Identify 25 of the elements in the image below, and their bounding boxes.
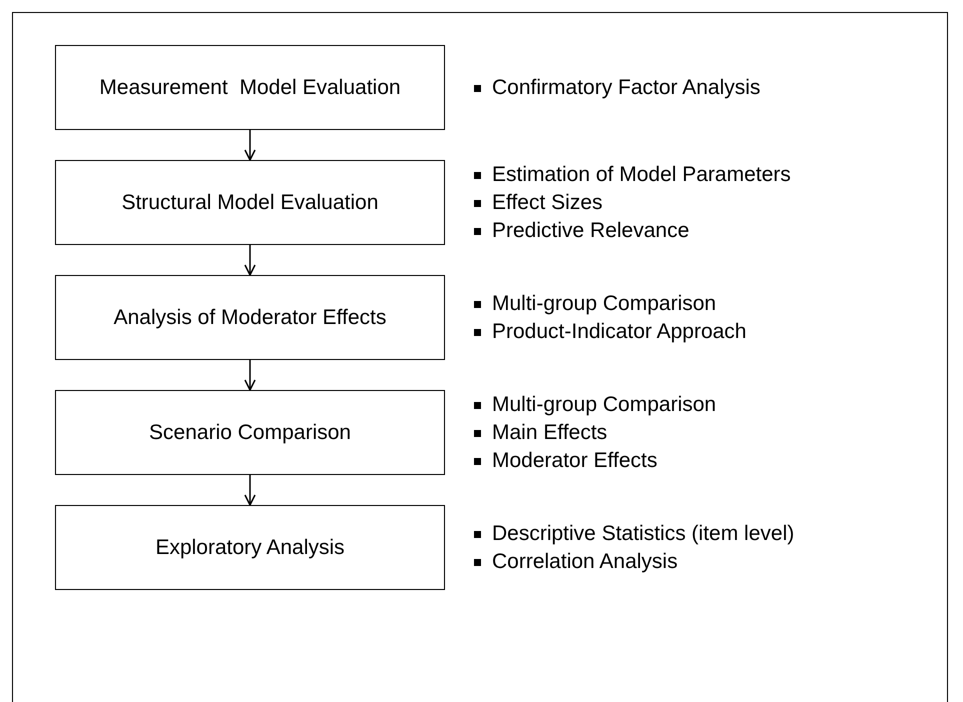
bullet-text: Main Effects [492, 420, 608, 444]
box-label: Structural Model Evaluation [122, 190, 378, 214]
process-box [55, 160, 445, 245]
arrow [244, 360, 256, 391]
bullet-text: Multi-group Comparison [492, 392, 716, 416]
bullet-text: Correlation Analysis [492, 550, 678, 572]
box-label: Measurement Model Evaluation [99, 76, 401, 100]
bullet-text: Confirmatory Factor Analysis [492, 76, 760, 98]
arrow [244, 245, 256, 276]
box-label: Exploratory Analysis [155, 536, 345, 560]
box-label: Analysis of Moderator Effects [114, 306, 386, 330]
bullet-text: Moderator Effects [492, 448, 658, 472]
bullet-text: Effect Sizes [492, 190, 602, 214]
process-box [55, 505, 445, 590]
bullet-text: Descriptive Statistics (item level) [492, 522, 794, 544]
bullet-text: Estimation of Model Parameters [492, 162, 791, 186]
arrow [244, 130, 256, 161]
bullet-text: Multi-group Comparison [492, 292, 716, 314]
process-box [55, 275, 445, 360]
bullet-text: Predictive Relevance [492, 218, 690, 242]
process-box [55, 390, 445, 475]
arrow [244, 475, 256, 506]
process-box [55, 45, 445, 130]
bullet-text: Product-Indicator Approach [492, 320, 746, 342]
box-label: Scenario Comparison [149, 420, 351, 444]
